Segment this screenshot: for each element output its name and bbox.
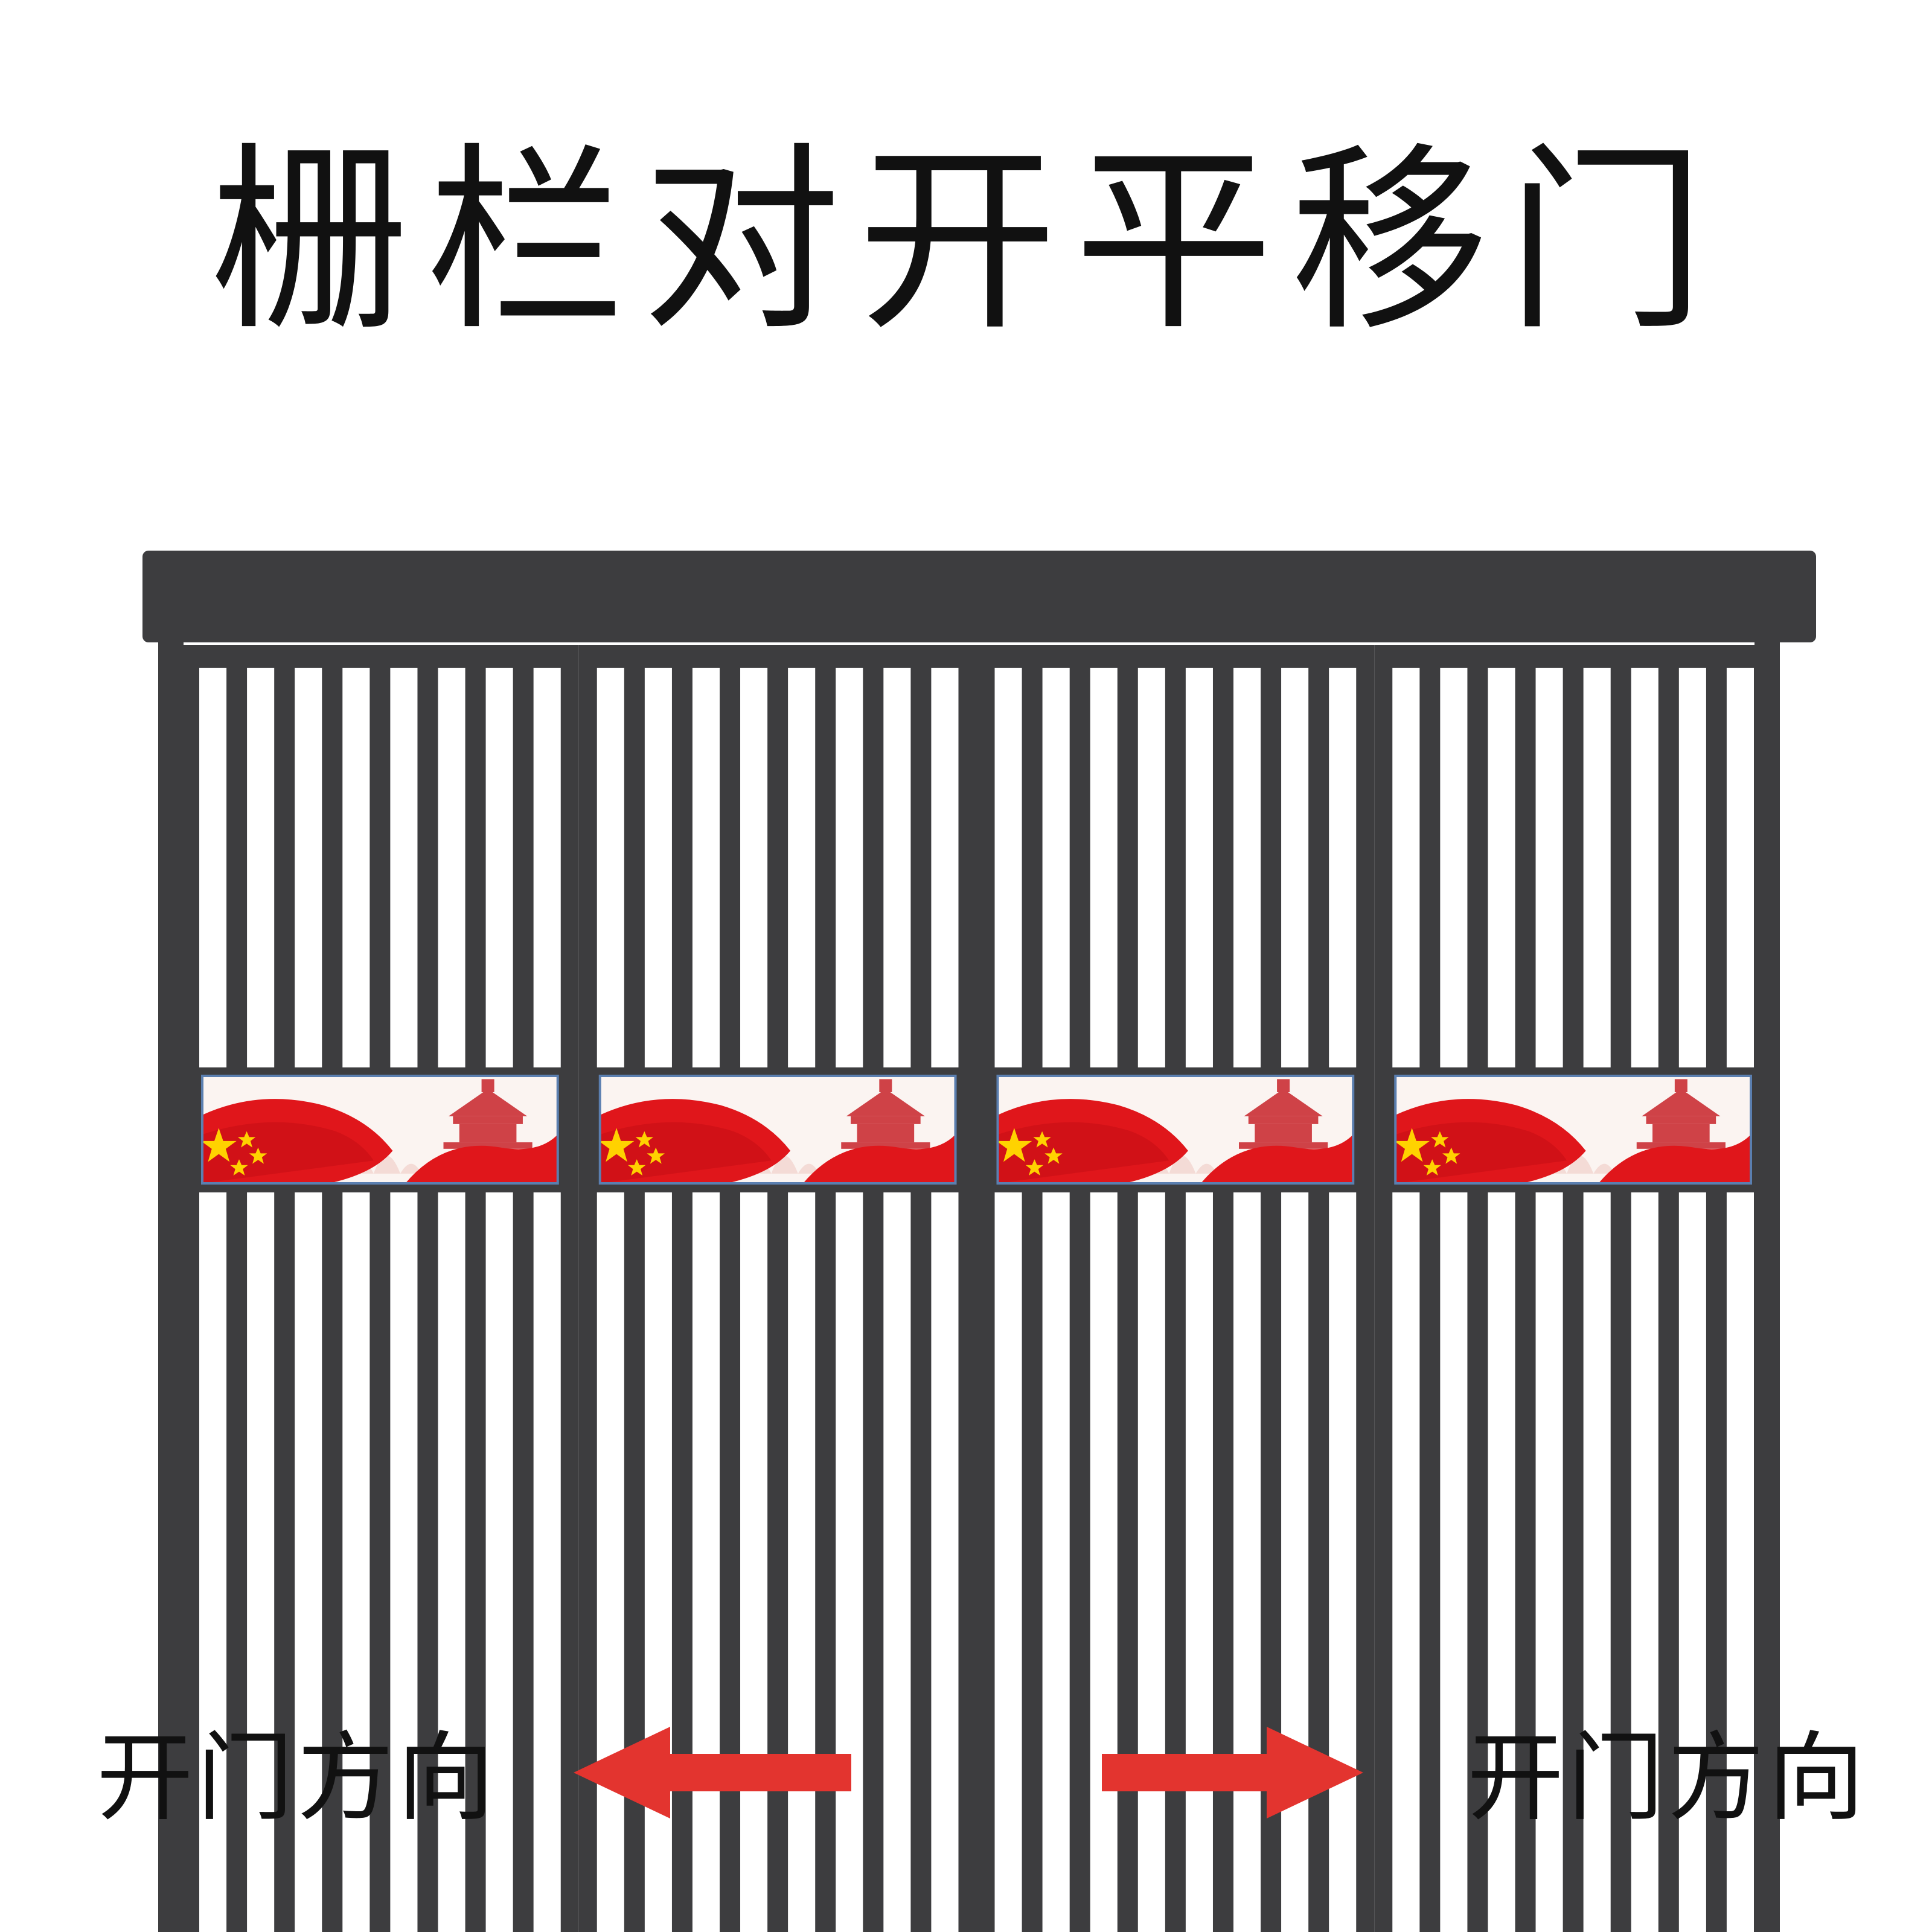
- bar-gap: [597, 668, 624, 1067]
- bar-gap: [788, 668, 816, 1067]
- banner-border: [1394, 1075, 1752, 1185]
- bar-gap: [692, 1192, 720, 1932]
- bar-gap: [438, 668, 465, 1067]
- bar-gap: [342, 668, 370, 1067]
- bar-gap: [1329, 1192, 1357, 1932]
- bar-gap: [1440, 668, 1468, 1067]
- banner-art: [598, 1076, 956, 1183]
- patriotic-banner: [996, 1076, 1354, 1183]
- bar-gap: [1042, 668, 1070, 1067]
- bar-gap: [1090, 668, 1118, 1067]
- gate-leaf: [976, 645, 1375, 1932]
- patriotic-banner: [1394, 1076, 1751, 1183]
- bar-gap: [342, 1192, 370, 1932]
- bar-gap: [438, 1192, 465, 1932]
- banner-border: [201, 1075, 559, 1185]
- bar-gap: [1583, 668, 1611, 1067]
- bar-gap: [836, 668, 863, 1067]
- gate-frame: [142, 551, 1816, 1932]
- bar-gap: [390, 668, 418, 1067]
- bar-gap: [295, 668, 322, 1067]
- bar-gap: [644, 1192, 672, 1932]
- bar-gap: [533, 1192, 561, 1932]
- bar-gap: [1090, 1192, 1118, 1932]
- bar-gap: [247, 668, 275, 1067]
- bar-gap: [1281, 668, 1309, 1067]
- bar-gap: [1329, 668, 1357, 1067]
- bar-gap: [883, 668, 911, 1067]
- page-title: 栅栏对开平移门: [210, 126, 1722, 357]
- bar-gap: [1678, 668, 1706, 1067]
- gate-leaf: [1374, 645, 1772, 1932]
- bar-gap: [1583, 1192, 1611, 1932]
- bar-gap: [836, 1192, 863, 1932]
- bar-gap: [1535, 1192, 1563, 1932]
- left-arrow-icon: [574, 1727, 851, 1818]
- bar-gap: [1137, 1192, 1165, 1932]
- banner-border: [996, 1075, 1355, 1185]
- bar-gap: [1726, 1192, 1754, 1932]
- open-direction-label-left: 开门方向: [97, 1721, 498, 1834]
- bar-gap: [1440, 1192, 1468, 1932]
- bar-gap: [199, 668, 227, 1067]
- bar-gap: [295, 1192, 322, 1932]
- bar-gap: [199, 1192, 227, 1932]
- bar-gap: [644, 668, 672, 1067]
- bar-gap: [1726, 668, 1754, 1067]
- bar-gap: [1631, 668, 1659, 1067]
- bar-gap: [1137, 668, 1165, 1067]
- bar-gap: [390, 1192, 418, 1932]
- bar-gap: [1488, 1192, 1515, 1932]
- bar-gap: [1535, 668, 1563, 1067]
- banner-border: [598, 1075, 957, 1185]
- bar-gap: [1233, 1192, 1261, 1932]
- bar-gap: [1631, 1192, 1659, 1932]
- gate-leaf: [578, 645, 977, 1932]
- leaf-frame: [578, 645, 977, 1932]
- bar-gap: [1042, 1192, 1070, 1932]
- bar-gap: [931, 1192, 959, 1932]
- bar-gap: [1185, 1192, 1213, 1932]
- bar-gap: [931, 668, 959, 1067]
- bar-gap: [883, 1192, 911, 1932]
- bar-gap: [740, 668, 768, 1067]
- gate-leaves: [181, 645, 1772, 1932]
- bar-gap: [1185, 668, 1213, 1067]
- bar-gap: [994, 1192, 1022, 1932]
- bar-gap: [994, 668, 1022, 1067]
- bar-gap: [1281, 1192, 1309, 1932]
- bar-gap: [485, 668, 513, 1067]
- bar-gap: [1678, 1192, 1706, 1932]
- patriotic-banner: [200, 1076, 558, 1183]
- bar-gap: [692, 668, 720, 1067]
- bar-gap: [1488, 668, 1515, 1067]
- patriotic-banner: [598, 1076, 956, 1183]
- bar-gap: [533, 668, 561, 1067]
- banner-art: [1394, 1076, 1751, 1183]
- bar-gap: [247, 1192, 275, 1932]
- open-direction-label-right: 开门方向: [1467, 1721, 1869, 1834]
- bar-gap: [597, 1192, 624, 1932]
- right-arrow-icon: [1102, 1727, 1363, 1818]
- bar-gap: [485, 1192, 513, 1932]
- bar-gap: [788, 1192, 816, 1932]
- bar-gap: [1392, 668, 1420, 1067]
- banner-art: [200, 1076, 558, 1183]
- bar-gap: [1233, 668, 1261, 1067]
- leaf-frame: [976, 645, 1375, 1932]
- banner-art: [996, 1076, 1354, 1183]
- bar-gap: [1392, 1192, 1420, 1932]
- bar-gap: [740, 1192, 768, 1932]
- gate-leaf: [181, 645, 579, 1932]
